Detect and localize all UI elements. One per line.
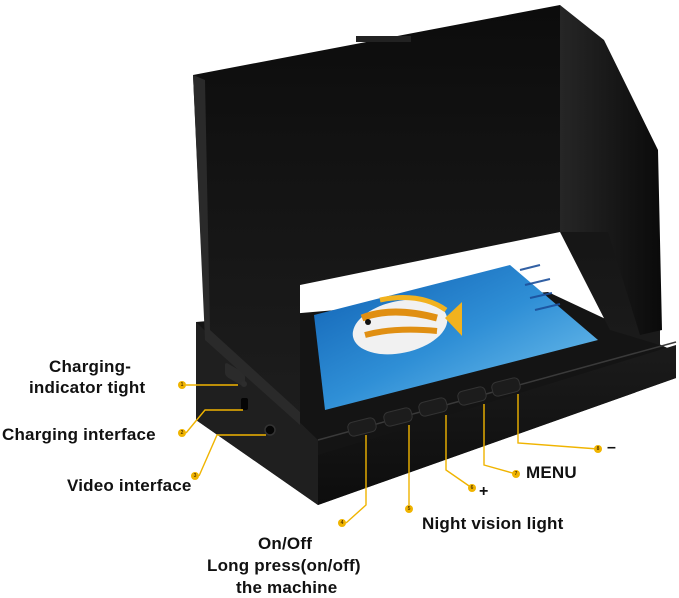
label-onoff-line1: On/Off <box>258 534 313 553</box>
callout-number-1: 1 <box>178 381 186 389</box>
button-menu[interactable] <box>457 386 488 406</box>
callout-number-7: 7 <box>512 470 520 478</box>
callout-number-2: 2 <box>178 429 186 437</box>
button-night-vision[interactable] <box>383 407 414 427</box>
lcd-screen <box>314 264 598 410</box>
sunshade-hood <box>193 5 662 425</box>
coral-decoration <box>519 264 561 311</box>
callout-lines <box>185 384 599 524</box>
button-minus[interactable] <box>491 377 522 397</box>
front-buttons <box>347 377 522 437</box>
callout-number-8: 8 <box>594 445 602 453</box>
charging-port <box>241 398 248 410</box>
callout-line-7 <box>483 404 517 475</box>
butterflyfish-icon <box>352 295 462 355</box>
button-onoff[interactable] <box>347 417 378 437</box>
label-minus: – <box>607 439 616 456</box>
callout-line-8 <box>517 394 599 450</box>
label-menu: MENU <box>526 463 577 482</box>
label-onoff-line2: Long press(on/off) <box>207 556 361 575</box>
charging-indicator-led <box>241 381 247 387</box>
callout-number-3: 3 <box>191 472 199 480</box>
label-charging-interface: Charging interface <box>2 425 156 444</box>
button-plus[interactable] <box>418 397 449 417</box>
video-port <box>264 424 276 436</box>
callout-number-6: 6 <box>468 484 476 492</box>
callout-line-3 <box>198 434 266 477</box>
callout-line-2 <box>185 409 243 434</box>
callout-line-6 <box>445 415 473 489</box>
label-plus: + <box>479 483 489 500</box>
label-charging-indicator-line1: Charging- <box>49 357 132 376</box>
label-night-vision: Night vision light <box>422 514 564 533</box>
label-onoff-line3: the machine <box>236 578 338 597</box>
label-video-interface: Video interface <box>67 476 192 495</box>
label-charging-indicator-line2: indicator tight <box>29 378 146 397</box>
callout-number-5: 5 <box>405 505 413 513</box>
callout-number-4: 4 <box>338 519 346 527</box>
callout-line-4 <box>345 435 367 524</box>
